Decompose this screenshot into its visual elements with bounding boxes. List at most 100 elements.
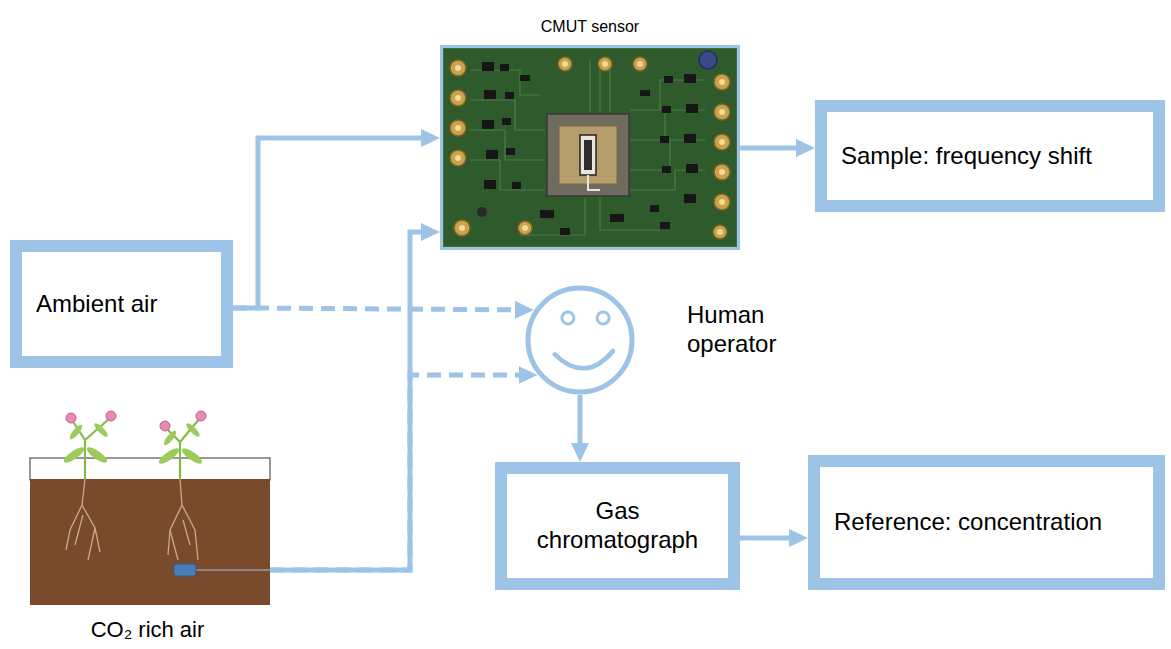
dashed-flow-arrow bbox=[233, 308, 524, 310]
node-caption: Human operator bbox=[687, 301, 799, 359]
pcb-trace bbox=[470, 160, 545, 190]
smd-chip bbox=[684, 134, 696, 143]
sma-connector-core bbox=[719, 199, 725, 205]
sma-connector bbox=[633, 57, 647, 71]
sma-connector-core bbox=[455, 155, 461, 161]
sma-connector bbox=[714, 164, 730, 180]
sma-connector-core bbox=[455, 65, 461, 71]
plant-leaf bbox=[62, 445, 86, 465]
flow-arrow bbox=[270, 232, 430, 570]
smd-chip bbox=[664, 76, 673, 83]
plant-leaf bbox=[185, 422, 202, 439]
smd-chip bbox=[484, 90, 496, 99]
sma-connector-core bbox=[719, 109, 725, 115]
box-label: Gas chromatograph bbox=[521, 497, 714, 555]
sma-connector bbox=[714, 134, 730, 150]
cmut-chip bbox=[584, 140, 592, 170]
sma-connector bbox=[558, 57, 572, 71]
smd-chip bbox=[500, 64, 509, 71]
sma-connector bbox=[714, 194, 730, 210]
sma-connector-core bbox=[562, 61, 568, 67]
pcb-trace bbox=[470, 100, 545, 130]
smd-chip bbox=[482, 62, 698, 235]
plant-root bbox=[168, 479, 182, 555]
plant-flower bbox=[66, 413, 76, 423]
plant-flower bbox=[66, 411, 206, 431]
smd-chip bbox=[486, 150, 498, 159]
smd-chip bbox=[610, 214, 624, 222]
sma-connector-core bbox=[602, 61, 608, 67]
smd-chip bbox=[506, 148, 515, 155]
gas-probe bbox=[174, 564, 196, 576]
output-box: Reference: concentration bbox=[808, 455, 1165, 590]
sma-connector bbox=[714, 104, 730, 120]
capacitor bbox=[699, 51, 717, 69]
smd-chip bbox=[505, 92, 514, 99]
source-box: Ambient air bbox=[10, 240, 233, 368]
sma-connector-core bbox=[717, 229, 723, 235]
cmut-chip bbox=[547, 114, 629, 196]
plant-stem bbox=[72, 418, 200, 479]
smd-chip bbox=[512, 182, 521, 189]
pcb-trace bbox=[470, 60, 705, 235]
sma-connector-core bbox=[719, 169, 725, 175]
plant-leaf bbox=[85, 445, 109, 465]
smd-chip bbox=[662, 166, 671, 173]
operator-face: Human operator bbox=[525, 285, 635, 395]
face-eye bbox=[562, 312, 574, 324]
sma-connector bbox=[450, 90, 466, 106]
plant-flower bbox=[196, 411, 206, 421]
plant-leaf bbox=[62, 422, 204, 467]
cmut-chip bbox=[580, 135, 596, 175]
soil-sample: CO₂ rich air bbox=[25, 410, 270, 645]
sma-connector-core bbox=[455, 125, 461, 131]
smd-chip bbox=[684, 194, 696, 203]
plant-leaf bbox=[68, 423, 84, 441]
pcb-trace bbox=[589, 60, 590, 112]
sma-connector bbox=[518, 221, 532, 235]
plant-leaf bbox=[162, 429, 178, 447]
sma-connector-core bbox=[459, 225, 465, 231]
flow-arrow bbox=[233, 138, 430, 308]
box-label: Sample: frequency shift bbox=[841, 142, 1092, 171]
box-label: Reference: concentration bbox=[834, 508, 1102, 537]
sma-connector bbox=[450, 150, 466, 166]
smd-chip bbox=[686, 164, 698, 173]
plant-leaf bbox=[157, 446, 181, 466]
pcb-trace bbox=[470, 130, 545, 160]
node-caption: CO₂ rich air bbox=[25, 617, 270, 643]
output-box: Sample: frequency shift bbox=[815, 100, 1165, 212]
cmut-chip bbox=[588, 175, 600, 190]
sma-connector bbox=[450, 120, 466, 136]
flow-arrow bbox=[740, 536, 798, 541]
box-label: Ambient air bbox=[36, 290, 157, 319]
flow-arrow bbox=[578, 395, 583, 452]
sma-connector-core bbox=[522, 225, 528, 231]
sma-connector bbox=[454, 220, 470, 236]
smd-chip bbox=[640, 90, 650, 96]
plant-pot-illustration bbox=[30, 479, 270, 605]
node-caption: CMUT sensor bbox=[443, 17, 737, 36]
sma-connector-core bbox=[719, 139, 725, 145]
plant-root bbox=[88, 528, 95, 560]
smd-chip bbox=[540, 210, 554, 218]
face-smile bbox=[555, 351, 613, 368]
sma-connector bbox=[598, 57, 612, 71]
plant-flower bbox=[106, 411, 116, 421]
face-outline bbox=[525, 285, 635, 395]
smd-chip bbox=[662, 106, 671, 113]
smd-chip bbox=[650, 205, 659, 212]
pcb-trace bbox=[600, 198, 660, 230]
sma-connector-core bbox=[719, 79, 725, 85]
sma-connector-core bbox=[455, 95, 461, 101]
cmut-chip bbox=[547, 114, 629, 196]
sma-connector bbox=[450, 57, 730, 239]
face-circle bbox=[528, 288, 632, 392]
probe-wire bbox=[196, 569, 270, 571]
plant-root bbox=[75, 515, 83, 545]
smd-chip bbox=[660, 222, 670, 229]
plant-root bbox=[66, 479, 85, 550]
plant-root bbox=[183, 520, 190, 545]
pcb-photo bbox=[443, 48, 737, 247]
smd-chip bbox=[484, 180, 496, 189]
